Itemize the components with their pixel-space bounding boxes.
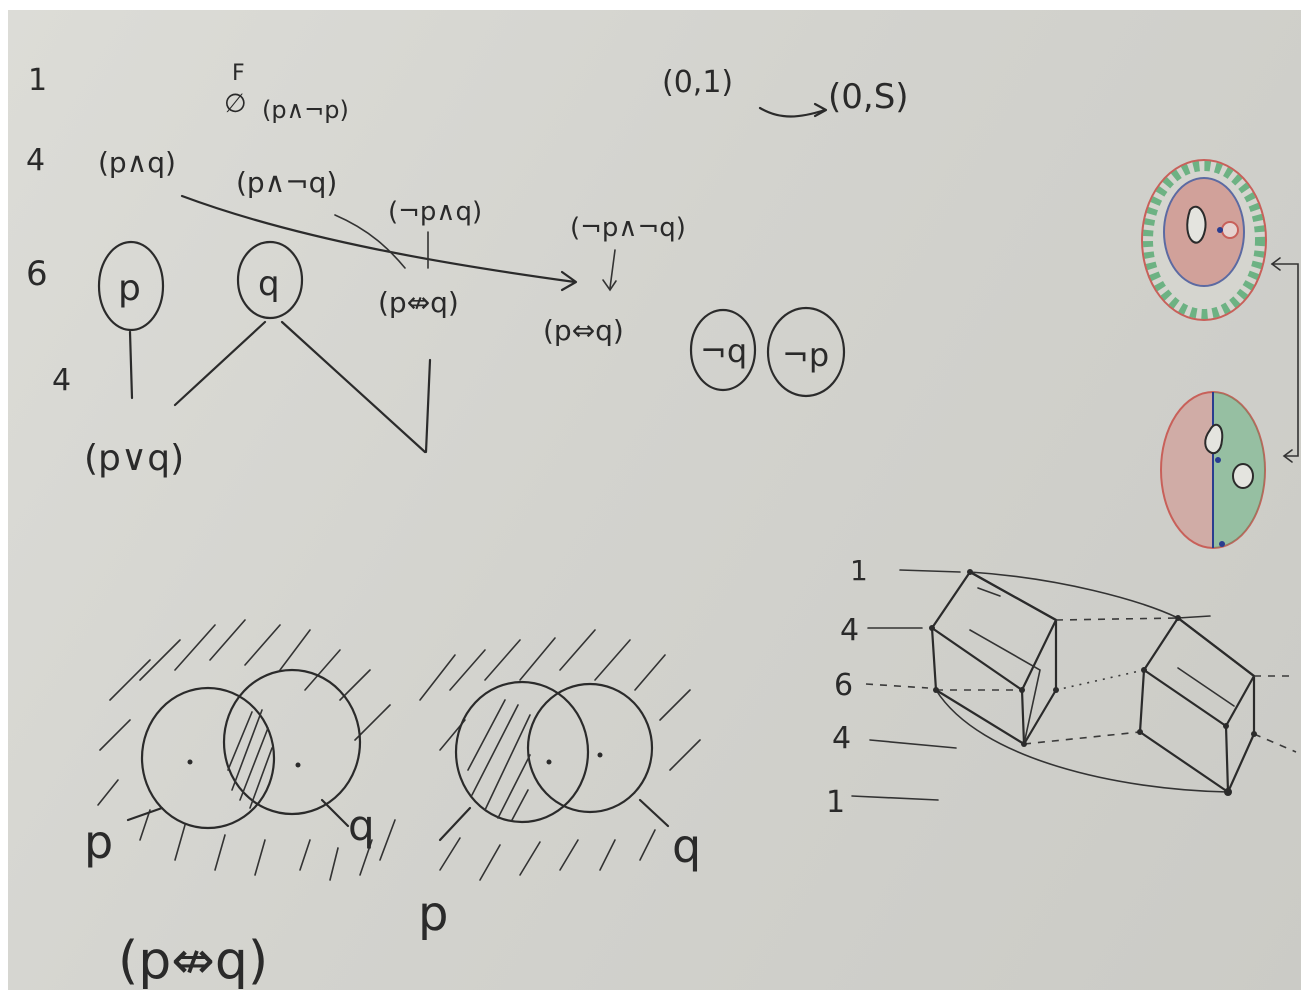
circle-q (236, 240, 304, 320)
conjunction-p-and-q: (p∧q) (98, 146, 176, 179)
venn-left-q-label: q (348, 801, 375, 850)
circle-not-p (766, 306, 846, 398)
conjunction-not-p-and-q: (¬p∧q) (388, 197, 482, 227)
long-arrow-head (560, 270, 578, 292)
venn-right-q-label: q (672, 819, 701, 873)
iff-label: (p⇔q) (543, 314, 624, 347)
venn-left-caption: (p⇎q) (118, 931, 268, 991)
atom-q: q (258, 264, 280, 304)
lattice-line (424, 358, 432, 454)
not-p-label: ¬p (782, 336, 829, 374)
bracket-arrowhead (1282, 449, 1293, 463)
hypercube-count-6: 6 (834, 668, 853, 703)
venn-diagram-right (419, 629, 701, 881)
conjunction-not-p-and-not-q: (¬p∧¬q) (570, 213, 686, 243)
venn-left-p-label: p (84, 815, 113, 869)
lattice-line (280, 320, 427, 454)
circle-p (97, 240, 165, 332)
torus-drawing-top (1141, 159, 1267, 321)
long-arrow (180, 194, 577, 284)
tesseract-sketch (929, 569, 1297, 796)
map-to-label: (0,S) (828, 77, 909, 117)
row-count-1: 1 (28, 63, 47, 98)
venn-right-p-label: p (418, 886, 448, 942)
mapping-arrow (758, 106, 827, 118)
torus-drawing-bottom (1160, 391, 1266, 549)
level-arrow (851, 795, 939, 801)
circle-not-q (689, 308, 757, 392)
venn-diagram-left (97, 619, 396, 881)
not-q-label: ¬q (700, 332, 747, 370)
level-arrow (865, 683, 929, 689)
false-label: F (232, 61, 245, 86)
hypercube-count-4b: 4 (832, 721, 851, 756)
row-count-4b: 4 (52, 363, 71, 398)
hypercube-count-1b: 1 (826, 785, 845, 820)
lattice-line (173, 320, 267, 407)
empty-set-symbol: ∅ (224, 89, 247, 119)
lattice-line (128, 330, 134, 400)
level-arrow (869, 739, 957, 749)
row-count-6: 6 (26, 254, 48, 294)
connector-line (334, 214, 406, 269)
contradiction-label: (p∧¬p) (262, 96, 349, 124)
hypercube-count-1: 1 (850, 554, 868, 587)
row-count-4: 4 (26, 143, 45, 178)
map-from-label: (0,1) (662, 65, 733, 100)
xor-label: (p⇎q) (378, 286, 459, 319)
small-arrow-head (602, 279, 617, 292)
disjunction-label: (p∨q) (84, 438, 184, 479)
bracket-arrowhead (1270, 257, 1281, 271)
bracket-line (1271, 263, 1299, 457)
hypercube-count-4: 4 (840, 613, 859, 648)
small-arrow (609, 249, 616, 289)
level-arrow (899, 569, 961, 573)
conjunction-p-and-not-q: (p∧¬q) (236, 166, 337, 199)
mapping-arrow-head (813, 102, 828, 118)
atom-p: p (118, 268, 141, 309)
